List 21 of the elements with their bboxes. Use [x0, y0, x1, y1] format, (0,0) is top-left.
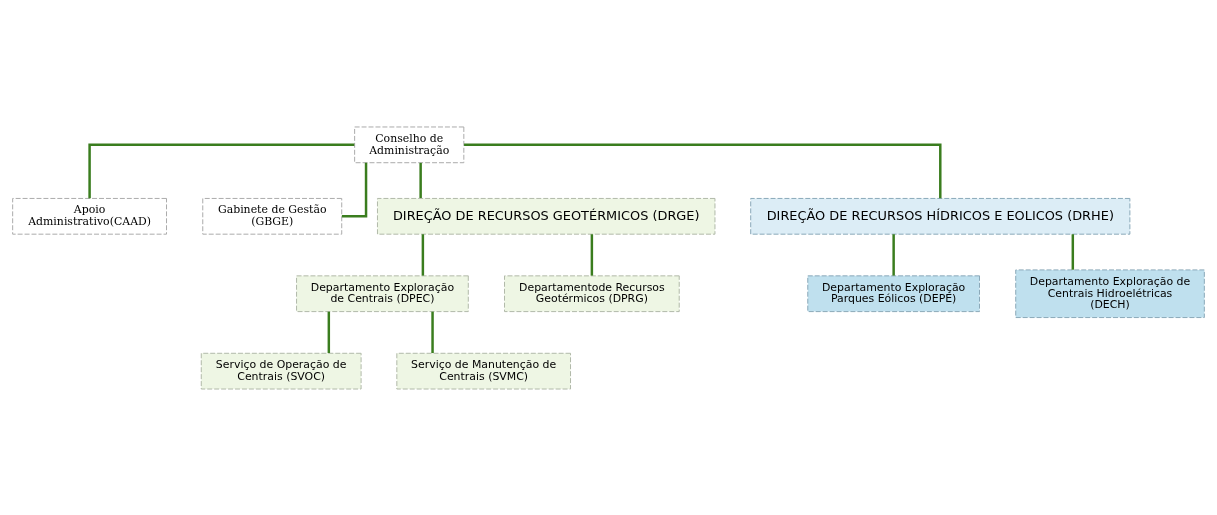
node-box: DIREÇÃO DE RECURSOS GEOTÉRMICOS (DRGE) [376, 197, 716, 235]
connector [892, 233, 895, 276]
node-box: Apoio Administrativo(CAAD) [12, 197, 167, 235]
node-box: Departamentode Recursos Geotérmicos (DPRG) [504, 274, 680, 312]
connector [341, 162, 368, 218]
connector [419, 162, 422, 198]
node-box: Serviço de Operação de Centrais (SVOC) [200, 352, 362, 390]
connector [464, 143, 942, 198]
node-box: Serviço de Manutenção de Centrais (SVMC) [396, 352, 572, 390]
node-box: Departamento Exploração de Centrais (DPEC) [296, 274, 469, 312]
connector [431, 311, 434, 353]
node-box: Departamento Exploração de Centrais Hidroelétricas (DECH) [1015, 268, 1205, 318]
node-box: Gabinete de Gestão (GBGE) [202, 197, 343, 235]
connector [88, 143, 355, 198]
connector [327, 311, 331, 353]
connector [590, 233, 594, 276]
node-box: DIREÇÃO DE RECURSOS HÍDRICOS E EOLICOS (DRHE) [750, 197, 1131, 235]
connector [1071, 233, 1075, 270]
connector [421, 233, 425, 276]
node-box: Departamento Exploração Parques Eólicos (DEPE) [807, 274, 980, 312]
node-box: Conselho de Administração [354, 125, 465, 163]
